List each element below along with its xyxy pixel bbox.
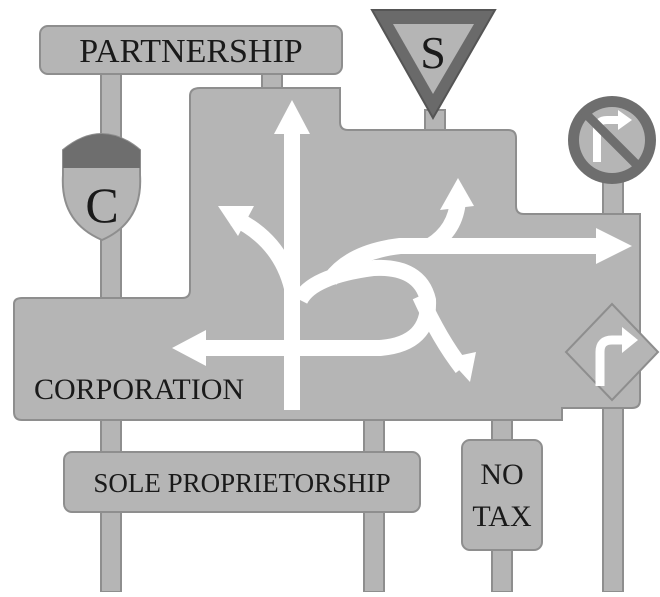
highway-interchange-arrows-icon <box>202 132 600 410</box>
corporation-label: CORPORATION <box>34 373 244 406</box>
arrowhead-north <box>274 100 310 134</box>
yield-letter: S <box>420 27 446 78</box>
right-turn-arrow-icon <box>595 327 638 386</box>
partnership-sign: PARTNERSHIP <box>39 25 343 75</box>
no-tax-sign: NO TAX <box>461 439 543 551</box>
no-right-turn-sign <box>568 96 656 184</box>
interstate-shield: C <box>61 133 142 242</box>
arrowhead-northeast <box>440 178 474 210</box>
arrowhead-southeast <box>448 352 476 382</box>
right-turn-sign <box>564 302 660 402</box>
arrowhead-east <box>596 228 632 264</box>
arrowhead-northwest <box>218 206 254 236</box>
no-tax-line1: NO <box>480 458 523 491</box>
interstate-letter: C <box>85 177 118 233</box>
interchange-arrowheads <box>172 100 632 382</box>
arrowhead-west <box>172 330 206 366</box>
yield-sign: S <box>370 9 497 121</box>
no-tax-line2: TAX <box>472 500 532 533</box>
sole-proprietorship-sign: SOLE PROPRIETORSHIP <box>63 451 421 513</box>
partnership-label: PARTNERSHIP <box>79 33 302 70</box>
corporation-board: CORPORATION <box>13 87 641 421</box>
sole-proprietorship-label: SOLE PROPRIETORSHIP <box>93 468 390 498</box>
